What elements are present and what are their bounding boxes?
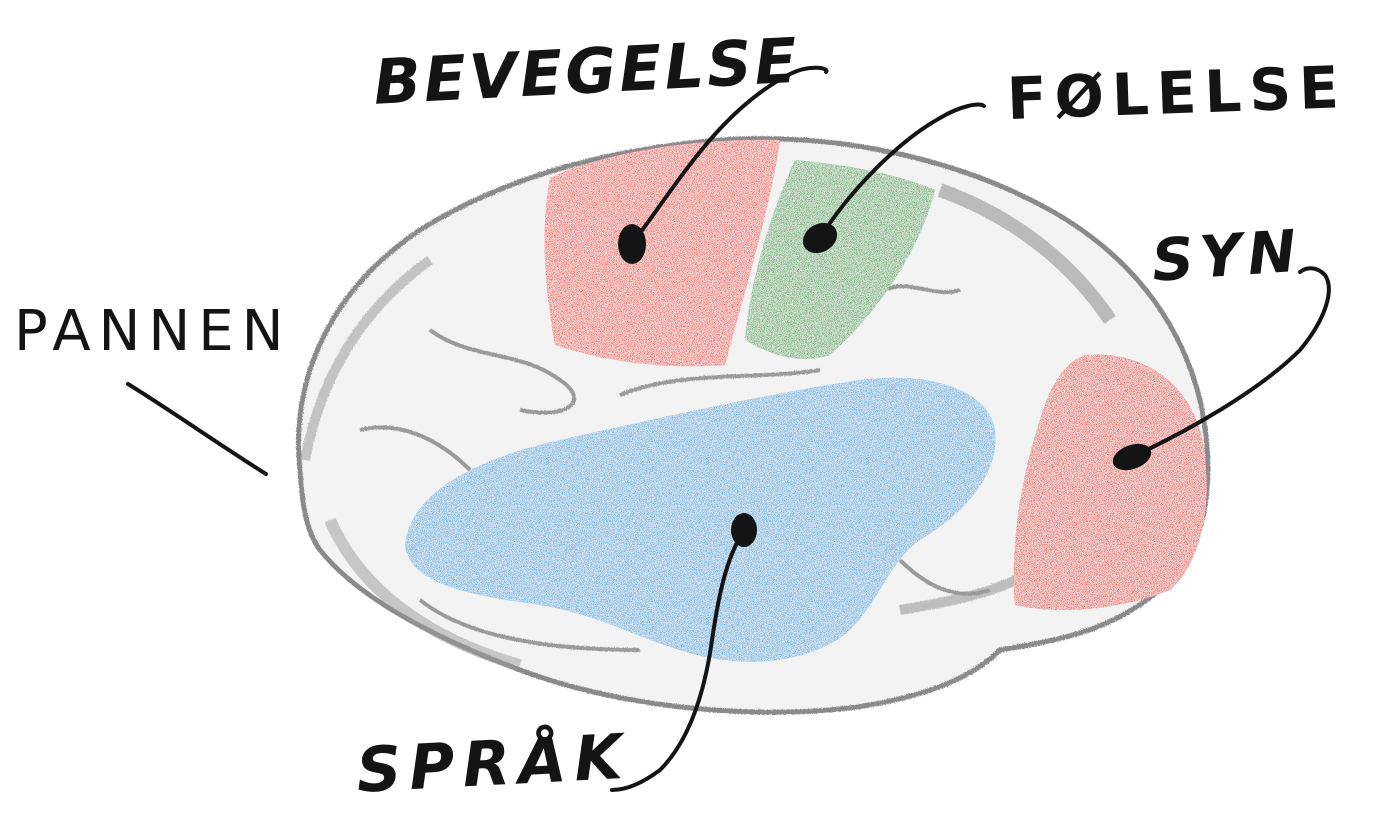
frontal-pointer-line — [128, 384, 266, 474]
language-label: SPRÅK — [355, 726, 632, 802]
vision-label: SYN — [1150, 222, 1304, 290]
sensory-label: FØLELSE — [1006, 58, 1348, 128]
frontal-label: PANNEN — [14, 304, 292, 360]
